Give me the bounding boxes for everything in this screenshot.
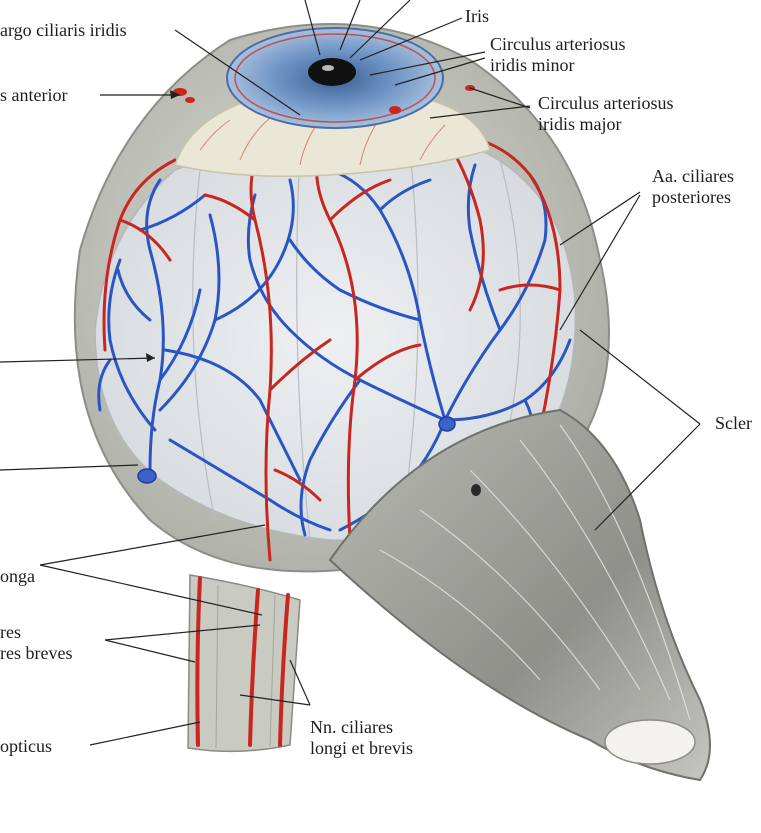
ciliary-arteries bbox=[102, 138, 562, 562]
optic-canal-end bbox=[604, 719, 696, 765]
label-longa: onga bbox=[0, 566, 35, 586]
vena-vorticosa-left bbox=[97, 178, 332, 532]
label-nn-ciliares: Nn. ciliares longi et brevis bbox=[310, 717, 413, 758]
iris bbox=[226, 27, 444, 129]
label-anterior: s anterior bbox=[0, 85, 68, 105]
sheath-foramen bbox=[471, 484, 481, 496]
label-ciliares-breves: res res breves bbox=[0, 622, 73, 663]
vortex-vein-outlets bbox=[137, 416, 456, 484]
pupil bbox=[308, 58, 356, 86]
label-iris: Iris bbox=[465, 6, 489, 26]
label-sclera: Scler bbox=[715, 413, 752, 433]
leader-lines bbox=[0, 0, 701, 746]
label-aa-ciliares-posteriores: Aa. ciliares posteriores bbox=[652, 166, 734, 207]
label-margo-ciliaris: argo ciliaris iridis bbox=[0, 20, 127, 40]
label-circulus-minor: Circulus arteriosus iridis minor bbox=[490, 34, 626, 75]
optic-stem-vessels bbox=[195, 576, 290, 747]
optic-nerve bbox=[187, 574, 301, 753]
label-circulus-major: Circulus arteriosus iridis major bbox=[538, 93, 674, 134]
label-n-opticus: opticus bbox=[0, 736, 52, 756]
